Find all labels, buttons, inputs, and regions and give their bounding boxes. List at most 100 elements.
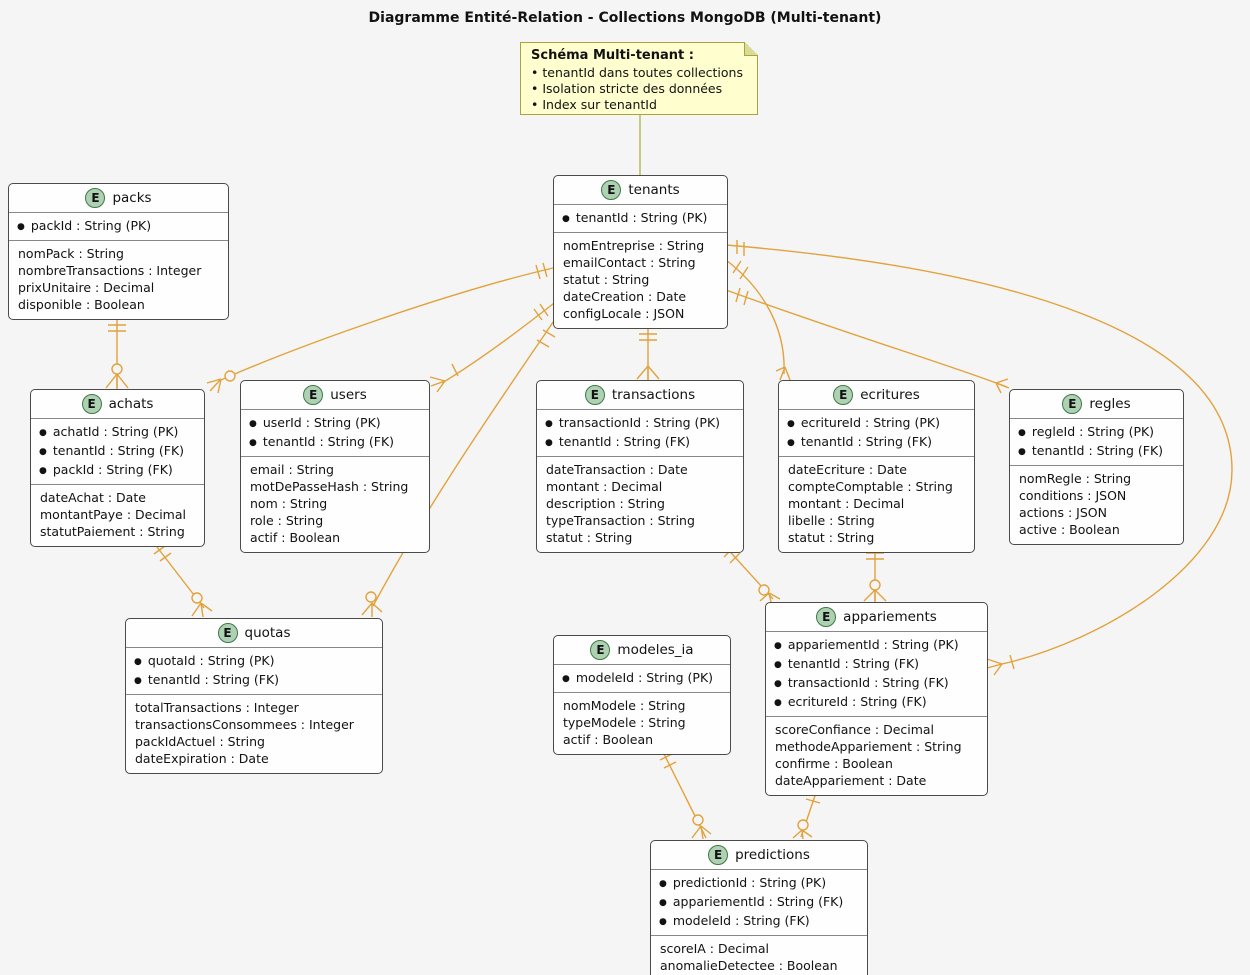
entity-name: predictions <box>735 847 810 863</box>
field-row: scoreIA : Decimal <box>660 941 769 956</box>
field-row: nomModele : String <box>563 698 686 713</box>
field-row: methodeAppariement : String <box>775 739 962 754</box>
entity-name: achats <box>108 396 154 412</box>
field-row: nomRegle : String <box>1019 471 1132 486</box>
field-row: nom : String <box>250 496 328 511</box>
field-row: dateCreation : Date <box>563 289 687 304</box>
diagram-title: Diagramme Entité-Relation - Collections … <box>368 10 882 26</box>
field-row: scoreConfiance : Decimal <box>775 722 935 737</box>
relation-tenants-regles <box>725 287 1010 394</box>
entity-spot-icon: E <box>81 394 102 414</box>
entity-spot-icon: E <box>590 640 611 660</box>
field-row: statut : String <box>563 272 650 287</box>
field-row: statut : String <box>788 530 875 545</box>
key-row: transactionId : String (PK) <box>537 414 743 433</box>
entity-spot-icon: E <box>584 385 605 405</box>
field-row: prixUnitaire : Decimal <box>18 280 155 295</box>
entity-users: E users userId : String (PK) tenantId : … <box>240 380 430 553</box>
key-row: ecritureId : String (FK) <box>766 693 987 712</box>
note-multitenant: Schéma Multi-tenant : • tenantId dans to… <box>520 42 758 115</box>
entity-header: E appariements <box>766 603 987 632</box>
field-row: active : Boolean <box>1019 522 1120 537</box>
key-row: appariementId : String (PK) <box>766 636 987 655</box>
field-row: anomalieDetectee : Boolean <box>660 958 838 973</box>
field-row: typeTransaction : String <box>546 513 695 528</box>
field-row: actif : Boolean <box>563 732 654 747</box>
entity-spot-icon: E <box>303 385 324 405</box>
field-row: dateAchat : Date <box>40 490 146 505</box>
entity-achats: E achats achatId : String (PK) tenantId … <box>30 389 205 547</box>
entity-header: E ecritures <box>779 381 974 410</box>
entity-header: E achats <box>31 390 204 419</box>
field-row: configLocale : JSON <box>563 306 685 321</box>
entity-name: appariements <box>843 609 937 625</box>
key-row: tenantId : String (FK) <box>126 671 382 690</box>
entity-spot-icon: E <box>1062 394 1083 414</box>
field-row: disponible : Boolean <box>18 297 145 312</box>
key-row: predictionId : String (PK) <box>651 874 867 893</box>
entity-name: users <box>330 387 367 403</box>
key-row: modeleId : String (FK) <box>651 912 867 931</box>
note-fold-icon <box>744 42 758 56</box>
entity-appariements: E appariements appariementId : String (P… <box>765 602 988 796</box>
relation-tenants-users <box>429 299 559 393</box>
entity-header: E users <box>241 381 429 410</box>
key-row: tenantId : String (PK) <box>554 209 727 228</box>
note-line: • Isolation stricte des données <box>531 81 723 96</box>
field-row: statutPaiement : String <box>40 524 185 539</box>
entity-spot-icon: E <box>85 188 106 208</box>
field-row: dateExpiration : Date <box>135 751 269 766</box>
key-row: tenantId : String (FK) <box>779 433 974 452</box>
key-row: appariementId : String (FK) <box>651 893 867 912</box>
entity-predictions: E predictions predictionId : String (PK)… <box>650 840 868 975</box>
key-row: modeleId : String (PK) <box>554 669 730 688</box>
field-row: packIdActuel : String <box>135 734 265 749</box>
relation-tenants-quotas <box>361 311 561 617</box>
entity-name: packs <box>112 190 152 206</box>
field-row: confirme : Boolean <box>775 756 893 771</box>
entity-name: quotas <box>244 625 291 641</box>
key-row: tenantId : String (FK) <box>1010 442 1183 461</box>
entity-quotas: E quotas quotaId : String (PK) tenantId … <box>125 618 383 774</box>
entity-header: E predictions <box>651 841 867 870</box>
field-row: emailContact : String <box>563 255 696 270</box>
key-row: packId : String (FK) <box>31 461 204 480</box>
entity-transactions: E transactions transactionId : String (P… <box>536 380 744 553</box>
field-row: transactionsConsommees : Integer <box>135 717 354 732</box>
field-row: email : String <box>250 462 334 477</box>
entity-spot-icon: E <box>708 845 729 865</box>
field-row: dateTransaction : Date <box>546 462 688 477</box>
entity-header: E regles <box>1010 390 1183 419</box>
key-row: tenantId : String (FK) <box>241 433 429 452</box>
field-row: libelle : String <box>788 513 875 528</box>
key-row: tenantId : String (FK) <box>766 655 987 674</box>
key-row: regleId : String (PK) <box>1010 423 1183 442</box>
entity-header: E transactions <box>537 381 743 410</box>
note-line: • Index sur tenantId <box>531 97 657 112</box>
relation-modeles_ia-predictions <box>657 741 712 840</box>
field-row: actions : JSON <box>1019 505 1107 520</box>
relation-tenants-ecritures <box>725 259 791 381</box>
entity-spot-icon: E <box>816 607 837 627</box>
field-row: montant : Decimal <box>546 479 663 494</box>
note-line: • tenantId dans toutes collections <box>531 65 743 80</box>
key-row: packId : String (PK) <box>9 217 228 236</box>
entity-spot-icon: E <box>601 180 622 200</box>
entity-spot-icon: E <box>217 623 238 643</box>
field-row: motDePasseHash : String <box>250 479 409 494</box>
entity-header: E modeles_ia <box>554 636 730 665</box>
relation-tenants-achats <box>206 262 554 394</box>
entity-header: E packs <box>9 184 228 213</box>
field-row: conditions : JSON <box>1019 488 1127 503</box>
field-row: dateAppariement : Date <box>775 773 927 788</box>
relation-packs-achats <box>105 308 129 389</box>
key-row: ecritureId : String (PK) <box>779 414 974 433</box>
key-row: quotaId : String (PK) <box>126 652 382 671</box>
field-row: compteComptable : String <box>788 479 953 494</box>
field-row: nomEntreprise : String <box>563 238 705 253</box>
key-row: tenantId : String (FK) <box>537 433 743 452</box>
entity-name: regles <box>1089 396 1131 412</box>
entity-packs: E packs packId : String (PK) nomPack : S… <box>8 183 229 320</box>
entity-regles: E regles regleId : String (PK) tenantId … <box>1009 389 1184 545</box>
